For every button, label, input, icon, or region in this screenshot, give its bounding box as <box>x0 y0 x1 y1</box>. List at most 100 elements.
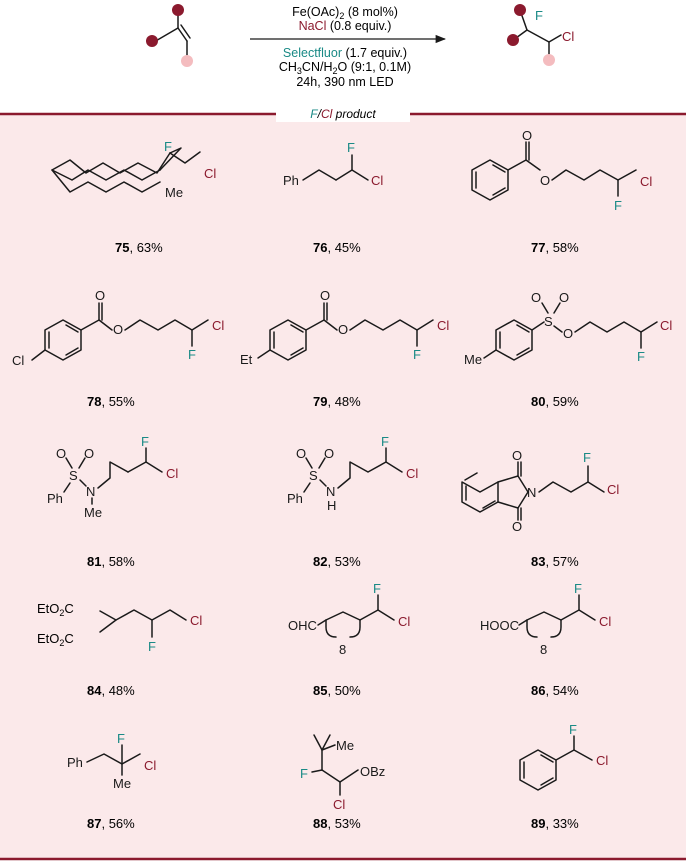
svg-text:Cl: Cl <box>12 353 24 368</box>
label-82: 82, 53% <box>313 554 361 569</box>
structure-78: Cl O O F Cl <box>12 288 224 368</box>
svg-text:F: F <box>300 766 308 781</box>
label-84: 84, 48% <box>87 683 135 698</box>
svg-text:O: O <box>56 446 66 461</box>
svg-text:8: 8 <box>339 642 346 657</box>
svg-text:O: O <box>531 290 541 305</box>
svg-text:Me: Me <box>113 776 131 791</box>
label-75: 75, 63% <box>115 240 163 255</box>
svg-text:Cl: Cl <box>190 613 202 628</box>
svg-text:OHC: OHC <box>288 618 317 633</box>
label-81: 81, 58% <box>87 554 135 569</box>
starting-alkene <box>146 4 193 67</box>
label-86: 86, 54% <box>531 683 579 698</box>
oxidant-line: Selectfluor (1.7 equiv.) <box>283 46 407 60</box>
svg-text:Et: Et <box>240 352 253 367</box>
label-83: 83, 57% <box>531 554 579 569</box>
solvent-line: CH3CN/H2O (9:1, 0.1M) <box>279 60 411 76</box>
svg-text:F: F <box>141 434 149 449</box>
svg-text:Ph: Ph <box>67 755 83 770</box>
svg-text:Cl: Cl <box>398 614 410 629</box>
label-80: 80, 59% <box>531 394 579 409</box>
svg-text:F: F <box>117 731 125 746</box>
svg-text:Cl: Cl <box>599 614 611 629</box>
structure-80: Me S O O O F Cl <box>464 290 672 367</box>
structure-77: O O F Cl <box>471 128 652 213</box>
svg-text:O: O <box>296 446 306 461</box>
structure-81: S O O Ph N Me F Cl <box>47 434 178 520</box>
substituent-dot <box>507 34 519 46</box>
label-79: 79, 48% <box>313 394 361 409</box>
structure-82: S O O Ph N H F Cl <box>287 434 418 513</box>
svg-text:O: O <box>113 322 123 337</box>
svg-text:Cl: Cl <box>371 173 383 188</box>
catalyst-line: Fe(OAc)2 (8 mol%) <box>292 5 398 21</box>
svg-text:O: O <box>320 288 330 303</box>
svg-text:S: S <box>69 468 78 483</box>
svg-text:F: F <box>148 639 156 654</box>
svg-text:F: F <box>188 347 196 362</box>
svg-text:S: S <box>309 468 318 483</box>
structure-85: OHC 8 F Cl <box>288 581 410 657</box>
svg-text:O: O <box>324 446 334 461</box>
additive-line: NaCl (0.8 equiv.) <box>299 19 392 33</box>
svg-text:O: O <box>84 446 94 461</box>
svg-text:F: F <box>583 450 591 465</box>
product-general: F Cl <box>507 4 574 66</box>
svg-text:O: O <box>540 173 550 188</box>
svg-text:F: F <box>373 581 381 596</box>
svg-text:Ph: Ph <box>47 491 63 506</box>
svg-text:OBz: OBz <box>360 764 385 779</box>
svg-text:N: N <box>326 484 335 499</box>
svg-text:F: F <box>614 198 622 213</box>
svg-text:Cl: Cl <box>166 466 178 481</box>
svg-text:N: N <box>86 484 95 499</box>
svg-text:Cl: Cl <box>406 466 418 481</box>
label-78: 78, 55% <box>87 394 135 409</box>
svg-text:Cl: Cl <box>640 174 652 189</box>
svg-text:F: F <box>569 722 577 737</box>
label-77: 77, 58% <box>531 240 579 255</box>
svg-text:O: O <box>338 322 348 337</box>
svg-text:F: F <box>381 434 389 449</box>
substituent-dot <box>514 4 526 16</box>
structure-79: Et O O F Cl <box>240 288 449 367</box>
svg-text:Cl: Cl <box>144 758 156 773</box>
svg-text:O: O <box>522 128 532 143</box>
svg-text:N: N <box>527 485 536 500</box>
svg-text:F: F <box>574 581 582 596</box>
label-89: 89, 33% <box>531 816 579 831</box>
substituent-dot <box>181 55 193 67</box>
structure-89: F Cl <box>519 722 608 791</box>
label-85: 85, 50% <box>313 683 361 698</box>
svg-text:H: H <box>327 498 336 513</box>
substituent-dot <box>146 35 158 47</box>
svg-text:O: O <box>559 290 569 305</box>
svg-text:EtO2C: EtO2C <box>37 601 74 618</box>
svg-text:F: F <box>637 349 645 364</box>
svg-text:Cl: Cl <box>212 318 224 333</box>
svg-text:O: O <box>95 288 105 303</box>
svg-text:O: O <box>512 519 522 534</box>
svg-text:F: F <box>413 347 421 362</box>
panel-banner: F/Cl product <box>310 107 376 121</box>
structure-86: HOOC 8 F Cl <box>480 581 611 657</box>
svg-text:Ph: Ph <box>287 491 303 506</box>
structure-88: Me F Cl OBz <box>300 734 385 812</box>
svg-text:Cl: Cl <box>204 166 216 181</box>
svg-text:Me: Me <box>464 352 482 367</box>
svg-text:Cl: Cl <box>333 797 345 812</box>
svg-text:S: S <box>544 314 553 329</box>
label-87: 87, 56% <box>87 816 135 831</box>
label-76: 76, 45% <box>313 240 361 255</box>
svg-text:Cl: Cl <box>607 482 619 497</box>
structure-75-chain: Cl Me <box>51 151 216 200</box>
structure-83: O O N F Cl <box>461 448 619 534</box>
svg-text:F: F <box>164 139 172 154</box>
svg-text:O: O <box>512 448 522 463</box>
svg-text:Ph: Ph <box>283 173 299 188</box>
structure-76: Ph F Cl <box>283 140 383 188</box>
substituent-dot <box>172 4 184 16</box>
svg-text:Me: Me <box>336 738 354 753</box>
